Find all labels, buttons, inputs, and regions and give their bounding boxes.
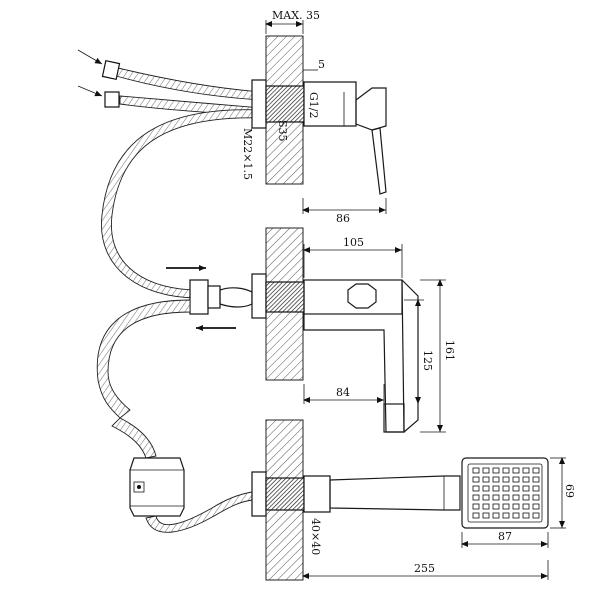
dim-spout-height: 161: [443, 340, 456, 361]
nozzle: [532, 512, 540, 519]
nozzle: [492, 494, 500, 501]
spout-outlet: [303, 279, 405, 433]
nozzle: [532, 485, 540, 492]
nozzle: [512, 485, 520, 492]
threaded-body-middle: [265, 281, 305, 313]
hand-shower-assembly: 40×40 87 69 255: [111, 417, 576, 580]
nozzle: [472, 503, 480, 510]
hose-nut-2: [104, 91, 120, 108]
hose-nut-1: [101, 60, 121, 80]
nozzle: [532, 476, 540, 483]
mixer-body-top: [303, 81, 357, 127]
shower-holder: [303, 475, 331, 513]
dim-hose-dia: 40×40: [309, 518, 322, 555]
nozzle: [522, 494, 530, 501]
nozzle: [482, 476, 490, 483]
nozzle: [472, 467, 480, 474]
shower-face: [467, 463, 543, 523]
spout-octagon: [347, 283, 377, 309]
inlet-arrow-1: [77, 49, 103, 65]
return-hose: [96, 299, 191, 419]
diverter-hose: [145, 491, 253, 533]
nozzle: [492, 503, 500, 510]
nozzle: [502, 476, 510, 483]
threaded-body-bottom: [265, 477, 305, 511]
nozzle: [522, 476, 530, 483]
dim-spout-bottom: 84: [336, 386, 350, 399]
nozzle: [512, 503, 520, 510]
spout-body: [303, 279, 403, 315]
spout-tip: [383, 403, 405, 433]
nozzle: [512, 476, 520, 483]
nozzle: [482, 503, 490, 510]
diverter-block: [129, 457, 185, 517]
nozzle: [472, 512, 480, 519]
nozzle: [502, 503, 510, 510]
nozzle: [482, 485, 490, 492]
shower-head: [461, 457, 549, 529]
coupling-nut-1: [189, 279, 209, 315]
nozzle: [502, 512, 510, 519]
nozzle: [522, 467, 530, 474]
dim-head-height: 69: [563, 484, 576, 498]
nozzle: [512, 467, 520, 474]
nozzle: [532, 467, 540, 474]
nozzle: [522, 485, 530, 492]
nozzle: [532, 494, 540, 501]
dim-cut-s35: S35: [276, 120, 289, 142]
nozzle: [522, 512, 530, 519]
supply-hose-upper: [115, 67, 263, 101]
hose-segment: [111, 417, 157, 459]
supply-hose-loop: [101, 109, 263, 299]
dim-top-length: 86: [336, 212, 350, 225]
lever-handle: [371, 127, 387, 195]
dim-head-width: 87: [498, 530, 512, 543]
nozzle: [512, 494, 520, 501]
nozzle: [472, 494, 480, 501]
coupling-nut-2: [207, 285, 221, 309]
nozzle: [482, 494, 490, 501]
dim-gap: 5: [318, 58, 325, 71]
nozzle: [492, 476, 500, 483]
nozzle: [482, 467, 490, 474]
spout-assembly: 105 161 125 84: [96, 236, 456, 433]
nozzle: [492, 467, 500, 474]
nozzle: [532, 503, 540, 510]
nozzle: [472, 485, 480, 492]
nozzle: [502, 485, 510, 492]
diverter-dot: [137, 485, 141, 489]
dim-spout-length: 105: [343, 236, 364, 249]
mixer-top-assembly: MAX. 35 5 G1/2 S35 M22×1.5 86: [77, 9, 387, 299]
dim-total-length: 255: [414, 562, 435, 575]
coupling-body: [219, 287, 253, 308]
flange-middle: [251, 273, 267, 319]
nozzle: [522, 503, 530, 510]
dim-thread-m22: M22×1.5: [241, 128, 254, 180]
shower-nozzles: [472, 467, 540, 519]
nozzle: [492, 485, 500, 492]
threaded-body-top: [265, 85, 305, 123]
nozzle: [512, 512, 520, 519]
nozzle: [502, 467, 510, 474]
nozzle: [482, 512, 490, 519]
lever-head: [355, 87, 387, 131]
flange-top: [251, 79, 267, 129]
nozzle: [502, 494, 510, 501]
dim-max-wall: MAX. 35: [272, 9, 320, 22]
dim-spout-drop: 125: [421, 350, 434, 371]
flange-bottom: [251, 471, 267, 517]
diverter-knob: [133, 481, 145, 493]
nozzle: [492, 512, 500, 519]
inlet-arrow-2: [77, 85, 103, 97]
nozzle: [472, 476, 480, 483]
dim-thread-g12: G1/2: [307, 92, 320, 119]
shower-handle: [329, 475, 461, 511]
